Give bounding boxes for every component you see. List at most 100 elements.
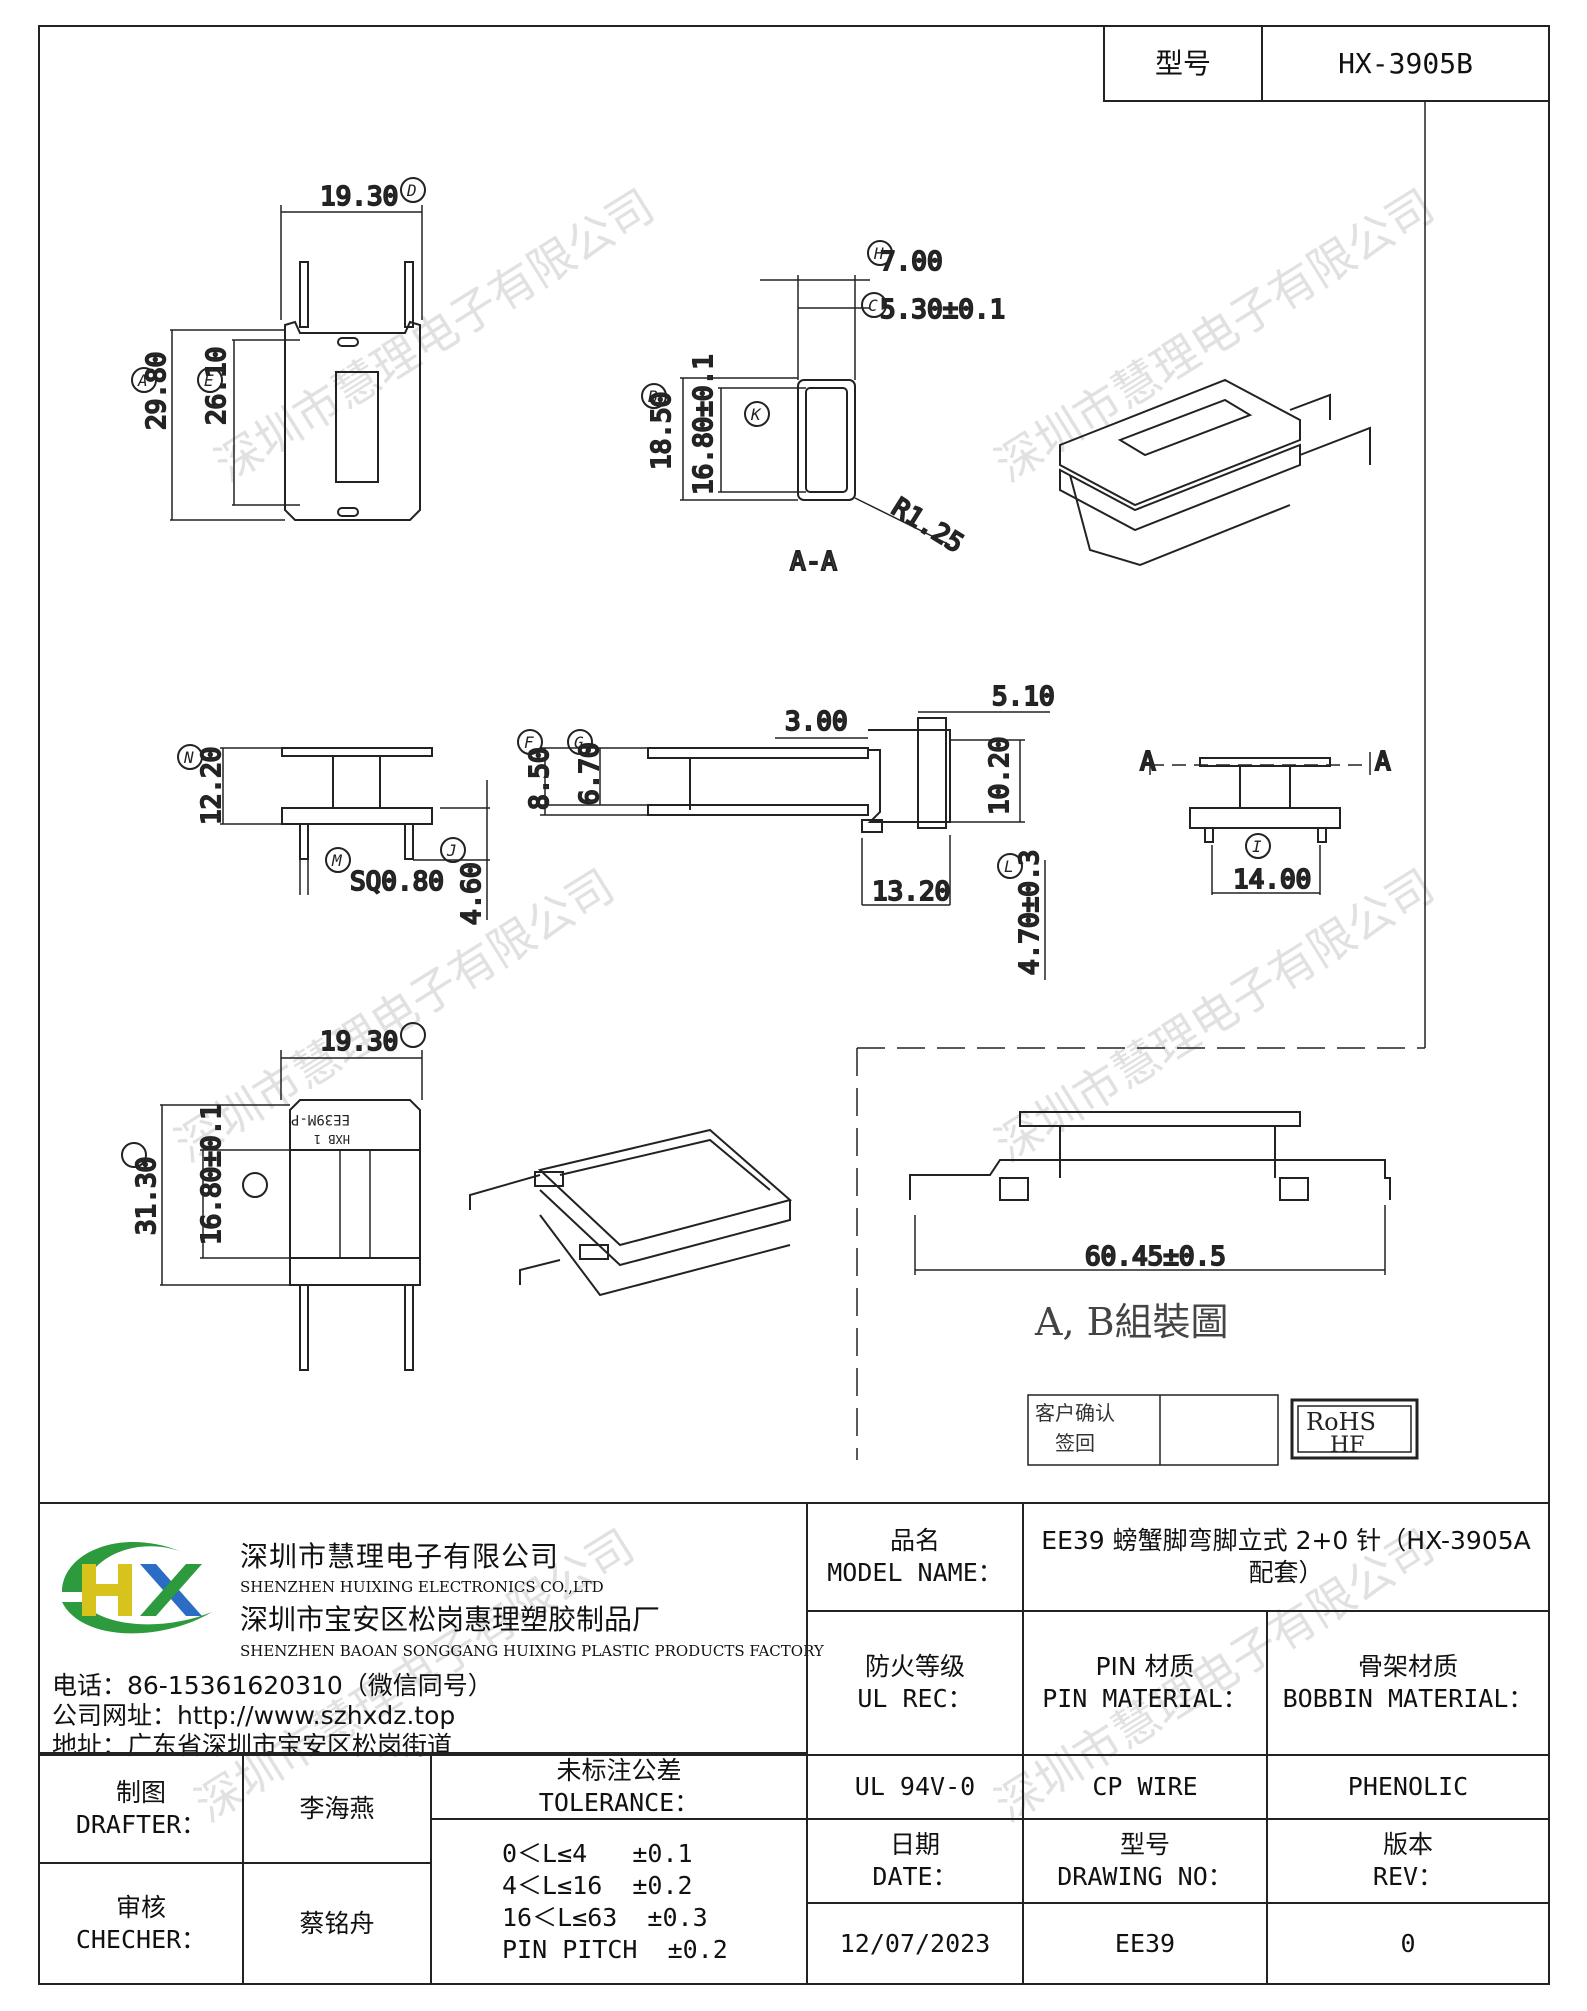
dim-mid-h1: 8.50 (525, 747, 555, 810)
mark-a: A (137, 371, 148, 390)
middle-view (540, 711, 1050, 980)
drawing-value-cell: EE39 (1022, 1902, 1268, 1985)
customer-line1: 客户确认 (1035, 1401, 1115, 1425)
dim-top-height-inner: 26.10 (202, 347, 232, 425)
assy-title: A, B組裝圖 (1034, 1300, 1229, 1344)
fire-value-cell: UL 94V-0 (806, 1754, 1024, 1820)
drafter-label-cell: 制图 DRAFTER： (38, 1754, 244, 1864)
section-view (680, 275, 951, 546)
model-name-label-en: MODEL NAME： (827, 1558, 1003, 1587)
checker-value-cell: 蔡铭舟 (242, 1862, 432, 1985)
drawing-label-cell: 型号 DRAWING NO： (1022, 1818, 1268, 1904)
section-label: A-A (790, 547, 837, 577)
model-name-value-cell: EE39 螃蟹脚弯脚立式 2+0 针（HX-3905A 配套） (1022, 1502, 1550, 1612)
mark-i: I (1252, 837, 1262, 856)
company-name-en: SHENZHEN HUIXING ELECTRONICS CO.,LTD (240, 1578, 604, 1596)
technical-drawing: 19.30 29.80 26.10 7.00 5.30±0.1 18.50 16… (121, 100, 1426, 1466)
dim-sec-w2: 5.30±0.1 (880, 295, 1005, 325)
dim-top-width: 19.30 (320, 182, 398, 212)
drawing-value: EE39 (1114, 1928, 1176, 1958)
bobbin-label-cell: 骨架材质 BOBBIN MATERIAL： (1266, 1610, 1550, 1756)
fire-value: UL 94V-0 (854, 1772, 976, 1801)
bobbin-value: PHENOLIC (1347, 1772, 1469, 1801)
bot-text1: EE39M-P (291, 1111, 350, 1127)
mark-l: L (1004, 857, 1014, 876)
bot-text2: HXB 1 (314, 1132, 350, 1146)
dim-bot-h-inner: 16.80±0.1 (197, 1104, 227, 1245)
date-label-cell: 日期 DATE： (806, 1818, 1024, 1904)
dim-bot-h-outer: 31.30 (132, 1157, 162, 1235)
mark-j: J (446, 841, 457, 860)
rohs-line2: HF (1330, 1433, 1364, 1458)
pin-label-cell: PIN 材质 PIN MATERIAL： (1022, 1610, 1268, 1756)
end-a2: A (1375, 747, 1391, 777)
fire-label-cell: 防火等级 UL REC： (806, 1610, 1024, 1756)
checker-label-cn: 审核 (115, 1892, 166, 1922)
dim-mid-w3: 13.20 (872, 877, 950, 907)
customer-line2: 签回 (1055, 1431, 1095, 1455)
dim-side-sq: SQ0.80 (350, 867, 444, 897)
dim-mid-h3: 10.20 (985, 737, 1015, 815)
mark-f: F (524, 733, 534, 752)
dim-end-w: 14.00 (1233, 865, 1311, 895)
pin-label-cn: PIN 材质 (1095, 1652, 1195, 1681)
mark-e: E (204, 371, 214, 390)
date-value-cell: 12/07/2023 (806, 1902, 1024, 1985)
company-website: 公司网址：http://www.szhxdz.top (52, 1701, 456, 1730)
rev-label-cn: 版本 (1382, 1830, 1433, 1859)
iso-view-top (1059, 378, 1371, 567)
drafter-label-en: DRAFTER： (75, 1810, 207, 1839)
end-a1: A (1140, 747, 1156, 777)
drawing-label-cn: 型号 (1119, 1830, 1170, 1859)
mark-d: D (406, 181, 417, 200)
date-value: 12/07/2023 (839, 1928, 991, 1958)
tolerance-row: 4＜L≤16 ±0.2 (502, 1870, 693, 1900)
rohs-line1: RoHS (1306, 1408, 1376, 1436)
tolerance-values-cell: 0＜L≤4 ±0.1 4＜L≤16 ±0.2 16＜L≤63 ±0.3 PIN … (430, 1818, 808, 1985)
dim-sec-h2: 16.80±0.1 (689, 354, 719, 495)
model-name-label-cell: 品名 MODEL NAME： (806, 1502, 1024, 1612)
circle-marks: D H C A E B K N M J F G L I (121, 177, 1271, 1198)
pin-value-cell: CP WIRE (1022, 1754, 1268, 1820)
model-label: 型号 (1154, 46, 1211, 80)
iso-view-bottom (469, 1128, 793, 1297)
model-name-label-cn: 品名 (889, 1526, 940, 1555)
mark-g: G (574, 733, 584, 752)
company-right-line (806, 1502, 808, 1754)
model-value-cell: HX-3905B (1261, 25, 1550, 102)
bobbin-label-en: BOBBIN MATERIAL： (1282, 1684, 1534, 1713)
dim-sec-w1: 7.00 (880, 247, 943, 277)
factory-name-en: SHENZHEN BAOAN SONGGANG HUIXING PLASTIC … (240, 1642, 824, 1660)
tolerance-label-cell: 未标注公差 TOLERANCE： (430, 1754, 808, 1820)
dim-mid-h2: 6.70 (575, 742, 605, 805)
dim-mid-pin: 4.70±0.3 (1015, 850, 1045, 975)
mark-m: M (331, 851, 343, 870)
dim-assy-len: 60.45±0.5 (1085, 1242, 1226, 1272)
tolerance-label-en: TOLERANCE： (538, 1788, 700, 1817)
factory-name-cn: 深圳市宝安区松岗惠理塑胶制品厂 (240, 1603, 661, 1636)
checker-label-cell: 审核 CHECHER： (38, 1862, 244, 1985)
fire-label-en: UL REC： (857, 1684, 973, 1713)
logo-mark (62, 1541, 212, 1634)
company-logo (52, 1532, 222, 1640)
fire-label-cn: 防火等级 (864, 1652, 965, 1681)
bobbin-value-cell: PHENOLIC (1266, 1754, 1550, 1820)
dim-sec-radius: R1.25 (886, 492, 968, 559)
rev-label-en: REV： (1372, 1862, 1444, 1891)
mark-h: H (873, 244, 884, 263)
dim-bot-width: 19.30 (320, 1027, 398, 1057)
dim-side-pin: 4.60 (457, 862, 487, 925)
tolerance-row: 16＜L≤63 ±0.3 (502, 1902, 708, 1932)
drafter-value-cell: 李海燕 (242, 1754, 432, 1864)
checker-label-en: CHECHER： (75, 1924, 207, 1954)
top-view (170, 205, 423, 521)
drafter-value: 李海燕 (299, 1794, 375, 1823)
pin-value: CP WIRE (1092, 1772, 1198, 1801)
tolerance-label-cn: 未标注公差 (556, 1756, 682, 1785)
company-bottom-line (38, 1752, 808, 1754)
end-view (1149, 752, 1371, 895)
tolerance-row: 0＜L≤4 ±0.1 (502, 1838, 693, 1868)
date-label-en: DATE： (872, 1862, 958, 1891)
mark-b: B (648, 387, 658, 406)
pin-label-en: PIN MATERIAL： (1042, 1684, 1248, 1713)
